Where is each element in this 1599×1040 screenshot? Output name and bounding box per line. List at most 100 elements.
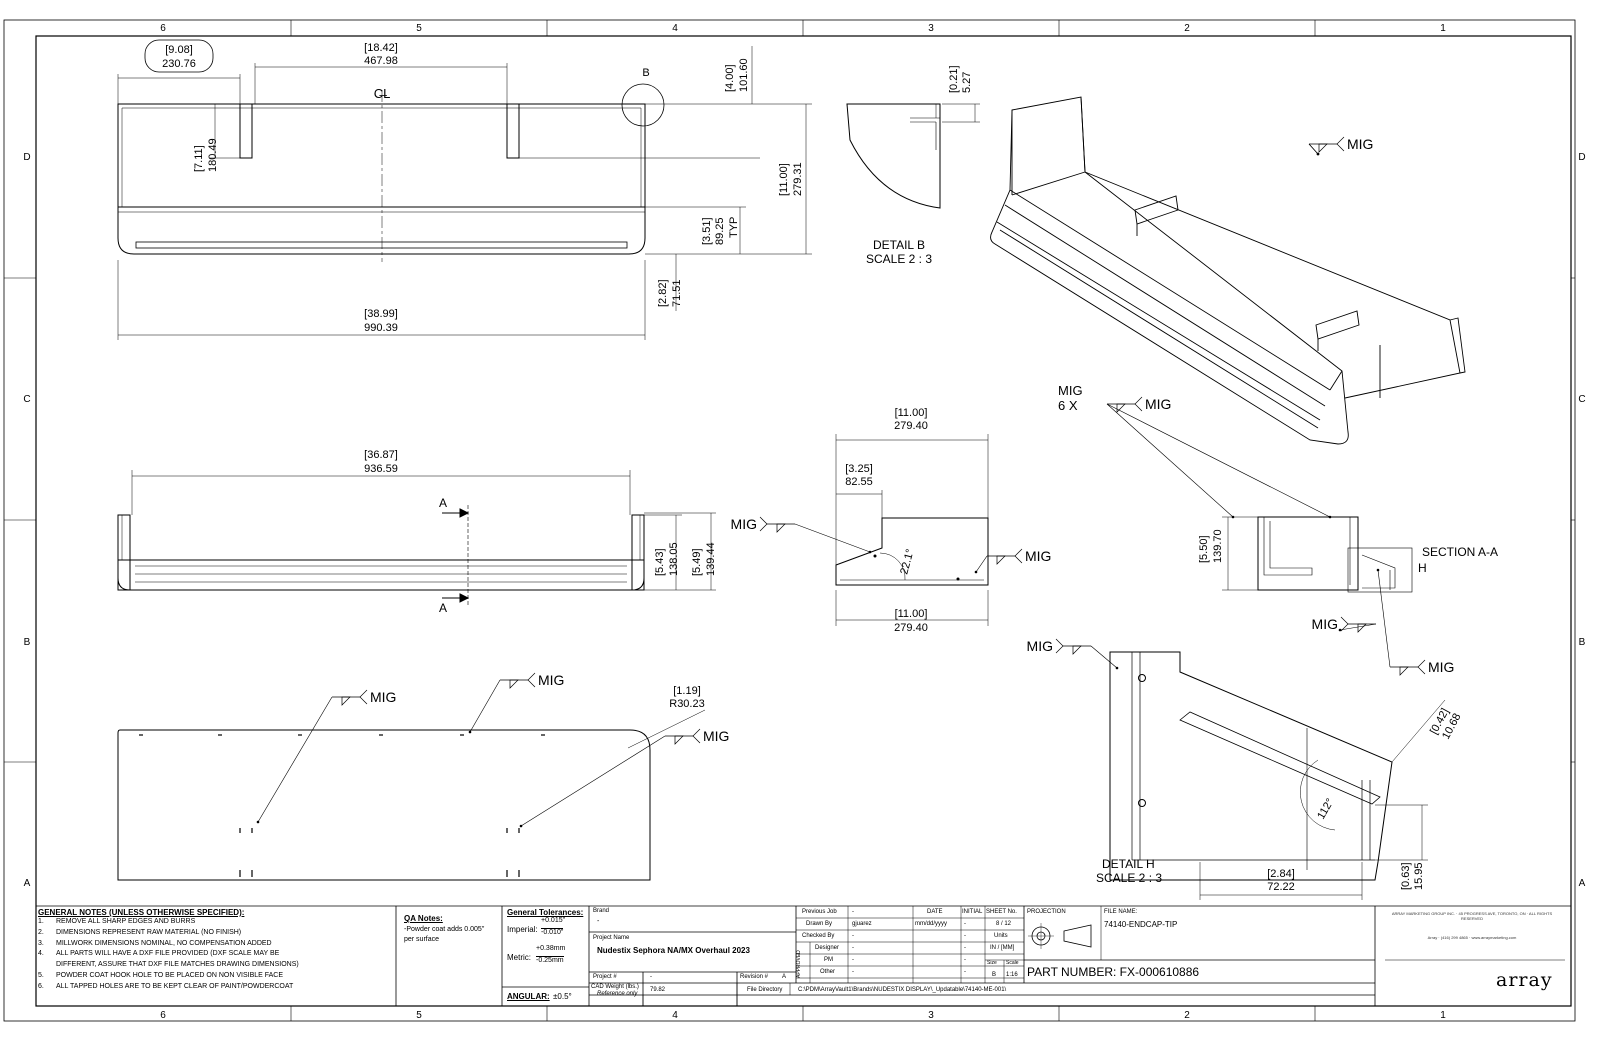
mig-weld-symbol: MIG bbox=[519, 728, 729, 828]
detail-h-marker: H bbox=[1418, 561, 1427, 575]
sheet-label: SHEET No. bbox=[986, 909, 1017, 915]
revision-label: Revision # bbox=[740, 974, 769, 980]
qa-title: QA Notes: bbox=[404, 914, 443, 923]
detail-h-text: DETAIL H SCALE 2 : 3 [2.84] 72.22 [0.63]… bbox=[1096, 706, 1464, 893]
dim-text: [1.19] bbox=[673, 685, 701, 697]
brand-label: Brand bbox=[593, 908, 610, 914]
mig-label: MIG bbox=[538, 672, 564, 688]
qa-text-line: -Powder coat adds 0.005" bbox=[404, 926, 485, 933]
weld-tail bbox=[1014, 548, 1023, 564]
note-text: MILLWORK DIMENSIONS NOMINAL, NO COMPENSA… bbox=[56, 939, 272, 947]
dim-text: 990.39 bbox=[364, 322, 398, 334]
weld-leader bbox=[1106, 403, 1234, 518]
zone-col-label: 4 bbox=[672, 23, 678, 34]
note-number: 3. bbox=[38, 939, 44, 947]
weld-leader bbox=[1090, 645, 1118, 669]
zone-row-label: C bbox=[1578, 394, 1585, 405]
dim-text: [7.11] bbox=[193, 145, 205, 172]
zone-col-label: 5 bbox=[416, 1010, 422, 1021]
dim-text: 72.22 bbox=[1267, 881, 1295, 893]
front-view-dims bbox=[131, 470, 716, 591]
dim-text: 82.55 bbox=[845, 476, 873, 488]
other-label: Other bbox=[820, 969, 836, 975]
scale-value: 1:16 bbox=[1006, 972, 1018, 978]
dim-text: 5.27 bbox=[961, 72, 973, 93]
section-marker: A bbox=[439, 601, 447, 615]
dim-text: 936.59 bbox=[364, 463, 398, 475]
mig-weld-symbol: MIG bbox=[974, 548, 1051, 574]
dim-text: [2.82] bbox=[657, 279, 669, 307]
dim-text: 279.31 bbox=[792, 162, 804, 196]
side-view-text: [11.00] 279.40 [3.25] 82.55 [11.00] 279.… bbox=[845, 407, 928, 634]
weld-arrow-point bbox=[1231, 515, 1235, 519]
fillet-weld-triangle bbox=[1399, 666, 1409, 676]
weld-leader bbox=[520, 735, 666, 827]
zone-row-label: A bbox=[24, 878, 31, 889]
tol-imperial-plus: +0.015" bbox=[541, 917, 566, 924]
zone-row-label: C bbox=[23, 394, 30, 405]
detail-b-view bbox=[846, 103, 941, 209]
weld-tail bbox=[692, 728, 701, 744]
zone-ticks bbox=[4, 20, 1575, 1021]
section-aa-view bbox=[1257, 516, 1413, 593]
angular-value: ±0.5° bbox=[553, 992, 572, 1001]
zone-col-label: 3 bbox=[928, 1010, 934, 1021]
detail-h-view bbox=[1109, 651, 1393, 881]
dim-text: R30.23 bbox=[669, 698, 704, 710]
mig-label: MIG bbox=[1312, 616, 1338, 632]
note-text: POWDER COAT HOOK HOLE TO BE PLACED ON NO… bbox=[56, 972, 284, 979]
angle-text: 112° bbox=[1315, 797, 1336, 822]
detail-b-dims bbox=[942, 103, 980, 123]
weld-arrow-point bbox=[519, 824, 523, 828]
title-block-lines bbox=[36, 905, 1571, 1006]
designer-label: Designer bbox=[815, 945, 840, 951]
section-marker: A bbox=[439, 496, 447, 510]
tol-metric-plus: +0.38mm bbox=[536, 945, 566, 952]
mig-label: MIG bbox=[1027, 638, 1053, 654]
tol-metric-minus: -0.25mm bbox=[536, 956, 564, 964]
mig-count-label: MIG bbox=[1058, 383, 1083, 398]
weld-leader bbox=[794, 523, 871, 553]
weld-arrow-point bbox=[1338, 628, 1342, 632]
detail-b-scale: SCALE 2 : 3 bbox=[866, 252, 932, 266]
mig-label: MIG bbox=[731, 516, 757, 532]
other: - bbox=[852, 969, 854, 975]
checked-by-label: Checked By bbox=[802, 933, 835, 939]
angle-text: 22.1° bbox=[898, 548, 916, 576]
fillet-weld-triangle bbox=[1357, 623, 1367, 633]
zone-col-label: 6 bbox=[160, 23, 166, 34]
pm-initial: - bbox=[964, 957, 966, 963]
designer: - bbox=[852, 945, 854, 951]
zone-row-label: A bbox=[1579, 878, 1586, 889]
project-name: Nudestix Sephora NA/MX Overhaul 2023 bbox=[597, 946, 750, 955]
company-contact: Array · (416) 299 4865 · www.arraymarket… bbox=[1427, 935, 1517, 940]
note-text: ALL PARTS WILL HAVE A DXF FILE PROVIDED … bbox=[56, 950, 280, 958]
company-logo: array bbox=[1496, 969, 1553, 991]
dim-text: [4.00] bbox=[724, 64, 736, 92]
zone-row-label: B bbox=[24, 637, 31, 648]
zone-col-label: 5 bbox=[416, 23, 422, 34]
weld-arrow-point bbox=[1328, 515, 1332, 519]
detail-h-scale: SCALE 2 : 3 bbox=[1096, 871, 1162, 885]
zone-col-label: 6 bbox=[160, 1010, 166, 1021]
detail-b-marker: B bbox=[642, 67, 649, 79]
detail-h-dims bbox=[1199, 699, 1446, 900]
dim-text: [38.99] bbox=[364, 308, 398, 320]
mig-weld-symbol: MIG bbox=[1308, 136, 1373, 156]
checked-initial: - bbox=[964, 933, 966, 939]
note-number: 5. bbox=[38, 972, 44, 979]
dim-text: 467.98 bbox=[364, 55, 398, 67]
section-aa-title: SECTION A-A bbox=[1422, 545, 1498, 559]
weld-leader bbox=[257, 696, 333, 823]
outer-border bbox=[3, 19, 1576, 1022]
initial-label: INITIAL bbox=[962, 909, 983, 915]
dim-text: 71.51 bbox=[671, 279, 683, 307]
mig-label: MIG bbox=[1025, 548, 1051, 564]
top-view-dim-text: [9.08] 230.76 [18.42] 467.98 C̶L B [4.00… bbox=[144, 39, 804, 334]
mig-label: MIG bbox=[1428, 659, 1454, 675]
fillet-weld-triangle bbox=[776, 523, 786, 533]
zone-labels: 6 5 4 3 2 1 6 5 4 3 2 1 D C B A D C B A bbox=[23, 23, 1585, 1021]
mig-count-x: 6 X bbox=[1058, 398, 1078, 413]
